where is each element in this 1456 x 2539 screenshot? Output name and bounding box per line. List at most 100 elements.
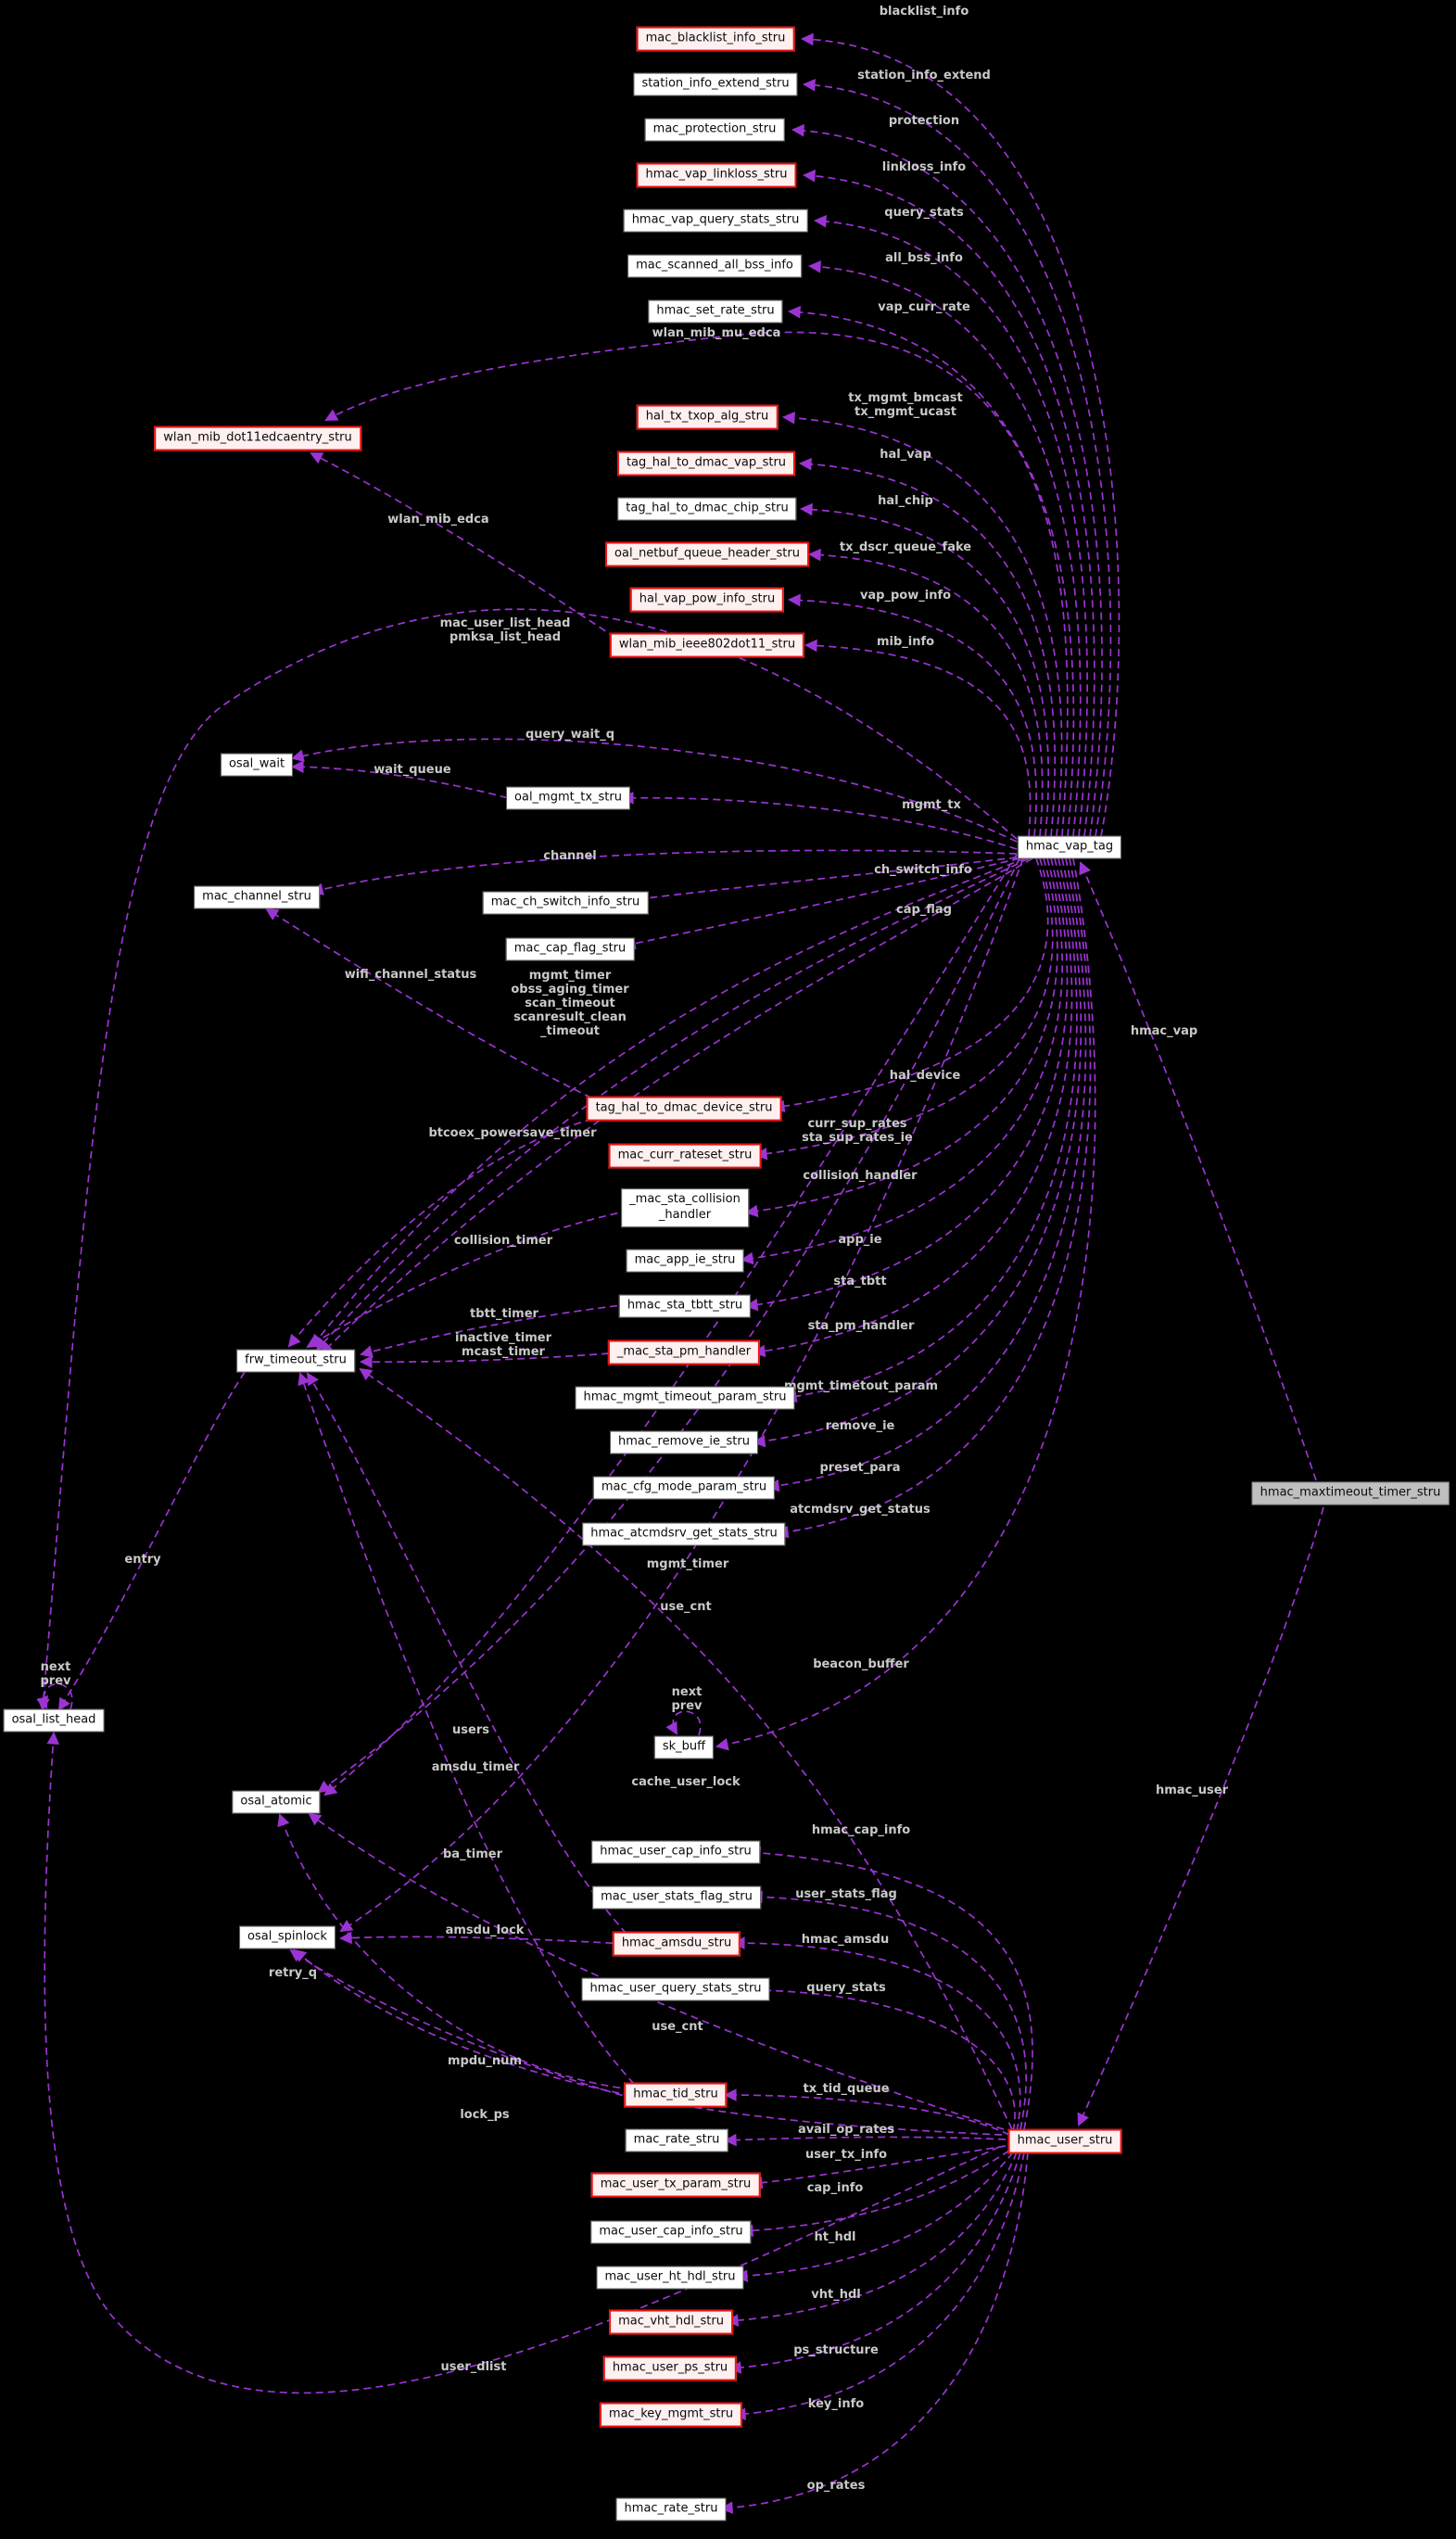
node-hmac_user_stru[interactable]: hmac_user_stru <box>1007 2128 1122 2154</box>
node-mac_user_ht_hdl_stru[interactable]: mac_user_ht_hdl_stru <box>596 2266 744 2290</box>
node-label: mac_cfg_mode_param_stru <box>601 1479 767 1494</box>
node-sk_buff[interactable]: sk_buff <box>653 1735 715 1759</box>
node-mac_ch_switch_info_stru[interactable]: mac_ch_switch_info_stru <box>482 891 649 915</box>
edge-label-wlan_mib_mu_edca: wlan_mib_mu_edca <box>652 326 781 340</box>
node-label: mac_protection_stru <box>652 121 777 136</box>
node-label: wlan_mib_ieee802dot11_stru <box>618 637 796 652</box>
edge-label-use_cnt_user: use_cnt <box>652 2020 703 2034</box>
node-mac_cfg_mode_param_stru[interactable]: mac_cfg_mode_param_stru <box>592 1476 776 1500</box>
edge-remove_ie <box>752 857 1083 1448</box>
node-tag_hal_to_dmac_vap_stru[interactable]: tag_hal_to_dmac_vap_stru <box>616 451 796 476</box>
edge-label-beacon_buffer: beacon_buffer <box>813 1657 909 1671</box>
node-hmac_vap_query_stats_stru[interactable]: hmac_vap_query_stats_stru <box>623 209 808 233</box>
node-wlan_mib_ieee802dot11_stru[interactable]: wlan_mib_ieee802dot11_stru <box>609 632 805 658</box>
edge-label-use_cnt_vap: use_cnt <box>660 1600 712 1614</box>
node-hmac_amsdu_stru[interactable]: hmac_amsdu_stru <box>612 1931 741 1957</box>
node-label: osal_wait <box>228 756 285 771</box>
node-label: station_info_extend_stru <box>641 76 790 91</box>
edge-entry <box>57 1371 246 1711</box>
node-hmac_vap_linkloss_stru[interactable]: hmac_vap_linkloss_stru <box>636 162 797 188</box>
edge-query_stats_vap <box>813 214 1089 837</box>
node-tag_hal_to_dmac_chip_stru[interactable]: tag_hal_to_dmac_chip_stru <box>617 497 797 521</box>
edge-label-tx_tid_queue: tx_tid_queue <box>803 2082 889 2096</box>
edge-label-channel: channel <box>543 849 597 863</box>
node-mac_app_ie_stru[interactable]: mac_app_ie_stru <box>626 1249 744 1273</box>
edge-label-cap_info: cap_info <box>807 2181 864 2195</box>
edge-mgmt_timetout_param <box>783 857 1078 1403</box>
node-frw_timeout_stru[interactable]: frw_timeout_stru <box>236 1349 355 1373</box>
node-mac_rate_stru[interactable]: mac_rate_stru <box>625 2128 728 2152</box>
node-mac_curr_rateset_stru[interactable]: mac_curr_rateset_stru <box>608 1143 762 1169</box>
edge-label-app_ie: app_ie <box>838 1233 881 1247</box>
edge-amsdu_timer <box>306 1372 627 1935</box>
node-mac_scanned_all_bss_info[interactable]: mac_scanned_all_bss_info <box>627 254 802 278</box>
node-mac_blacklist_info_stru[interactable]: mac_blacklist_info_stru <box>636 26 795 52</box>
node-hmac_user_ps_stru[interactable]: hmac_user_ps_stru <box>602 2355 738 2381</box>
node-label: mac_blacklist_info_stru <box>645 31 786 45</box>
node-osal_list_head[interactable]: osal_list_head <box>3 1708 105 1733</box>
node-oal_netbuf_queue_header_stru[interactable]: oal_netbuf_queue_header_stru <box>605 541 809 567</box>
edge-protection <box>791 123 1103 837</box>
node-_mac_sta_collision_handler[interactable]: _mac_sta_collision _handler <box>621 1188 749 1227</box>
edge-label-query_stats_user: query_stats <box>806 1981 886 1995</box>
node-hal_tx_txop_alg_stru[interactable]: hal_tx_txop_alg_stru <box>636 404 779 430</box>
node-osal_spinlock[interactable]: osal_spinlock <box>239 1925 336 1949</box>
node-hmac_tid_stru[interactable]: hmac_tid_stru <box>624 2082 728 2108</box>
edge-key_info <box>732 2152 1025 2420</box>
node-hmac_user_query_stats_stru[interactable]: hmac_user_query_stats_stru <box>581 1977 770 2001</box>
node-hal_vap_pow_info_stru[interactable]: hal_vap_pow_info_stru <box>629 587 785 613</box>
edge-label-ba_timer: ba_timer <box>443 1847 503 1861</box>
node-osal_wait[interactable]: osal_wait <box>220 753 294 777</box>
node-hmac_rate_stru[interactable]: hmac_rate_stru <box>615 2497 727 2521</box>
node-label: hmac_mgmt_timeout_param_stru <box>583 1390 787 1404</box>
edge-sk_buff_next_prev <box>665 1710 702 1736</box>
node-tag_hal_to_dmac_device_stru[interactable]: tag_hal_to_dmac_device_stru <box>586 1096 782 1122</box>
node-oal_mgmt_tx_stru[interactable]: oal_mgmt_tx_stru <box>506 786 630 810</box>
node-mac_user_tx_param_stru[interactable]: mac_user_tx_param_stru <box>590 2172 761 2198</box>
node-mac_key_mgmt_stru[interactable]: mac_key_mgmt_stru <box>599 2402 743 2428</box>
node-wlan_mib_dot11edcaentry_stru[interactable]: wlan_mib_dot11edcaentry_stru <box>154 425 361 451</box>
edge-label-collision_handler: collision_handler <box>803 1169 918 1183</box>
edge-station_info_extend <box>802 78 1112 837</box>
node-label: hmac_atcmdsrv_get_stats_stru <box>590 1526 778 1541</box>
node-_mac_sta_pm_handler[interactable]: _mac_sta_pm_handler <box>607 1339 761 1365</box>
node-mac_user_cap_info_stru[interactable]: mac_user_cap_info_stru <box>590 2220 752 2244</box>
node-hmac_atcmdsrv_get_stats_stru[interactable]: hmac_atcmdsrv_get_stats_stru <box>582 1522 786 1546</box>
node-osal_atomic[interactable]: osal_atomic <box>232 1790 321 1814</box>
node-mac_cap_flag_stru[interactable]: mac_cap_flag_stru <box>505 937 635 961</box>
edge-label-vap_curr_rate: vap_curr_rate <box>878 300 970 314</box>
edge-label-linkloss_info: linkloss_info <box>882 160 967 174</box>
edge-vap_curr_rate <box>787 305 1075 837</box>
node-label: mac_key_mgmt_stru <box>608 2406 734 2421</box>
node-hmac_mgmt_timeout_param_stru[interactable]: hmac_mgmt_timeout_param_stru <box>575 1386 795 1410</box>
edge-amsdu_lock <box>338 1931 626 1945</box>
edge-collision_timer <box>306 1210 630 1349</box>
edge-btcoex_powersave_timer <box>287 1115 605 1348</box>
edge-mac_user_list_head <box>37 608 1018 1712</box>
node-station_info_extend_stru[interactable]: station_info_extend_stru <box>633 72 798 96</box>
node-hmac_set_rate_stru[interactable]: hmac_set_rate_stru <box>648 299 783 324</box>
edge-curr_sup_rates <box>753 857 1054 1161</box>
edge-vap_timers_b <box>315 857 1030 1352</box>
edge-label-avail_op_rates: avail_op_rates <box>798 2123 894 2137</box>
edge-label-hal_vap: hal_vap <box>880 448 931 462</box>
node-hmac_vap_tag[interactable]: hmac_vap_tag <box>1017 835 1122 859</box>
edge-cap_info <box>740 2150 1010 2238</box>
edge-ps_structure <box>728 2152 1021 2374</box>
edge-label-cache_user_lock: cache_user_lock <box>631 1775 741 1789</box>
node-mac_user_stats_flag_stru[interactable]: mac_user_stats_flag_stru <box>592 1885 761 1910</box>
node-mac_protection_stru[interactable]: mac_protection_stru <box>644 118 785 142</box>
node-hmac_remove_ie_stru[interactable]: hmac_remove_ie_stru <box>610 1430 758 1454</box>
edge-label-mgmt_tx: mgmt_tx <box>902 798 961 812</box>
node-hmac_sta_tbtt_stru[interactable]: hmac_sta_tbtt_stru <box>618 1294 752 1318</box>
edge-label-amsdu_lock: amsdu_lock <box>446 1923 525 1937</box>
node-mac_channel_stru[interactable]: mac_channel_stru <box>194 885 320 909</box>
node-mac_vht_hdl_stru[interactable]: mac_vht_hdl_stru <box>609 2309 733 2335</box>
edge-label-mib_info: mib_info <box>877 635 934 649</box>
node-hmac_maxtimeout_timer_stru[interactable]: hmac_maxtimeout_timer_stru <box>1251 1481 1450 1505</box>
edge-label-cap_flag: cap_flag <box>896 903 952 917</box>
node-hmac_user_cap_info_stru[interactable]: hmac_user_cap_info_stru <box>591 1840 760 1864</box>
